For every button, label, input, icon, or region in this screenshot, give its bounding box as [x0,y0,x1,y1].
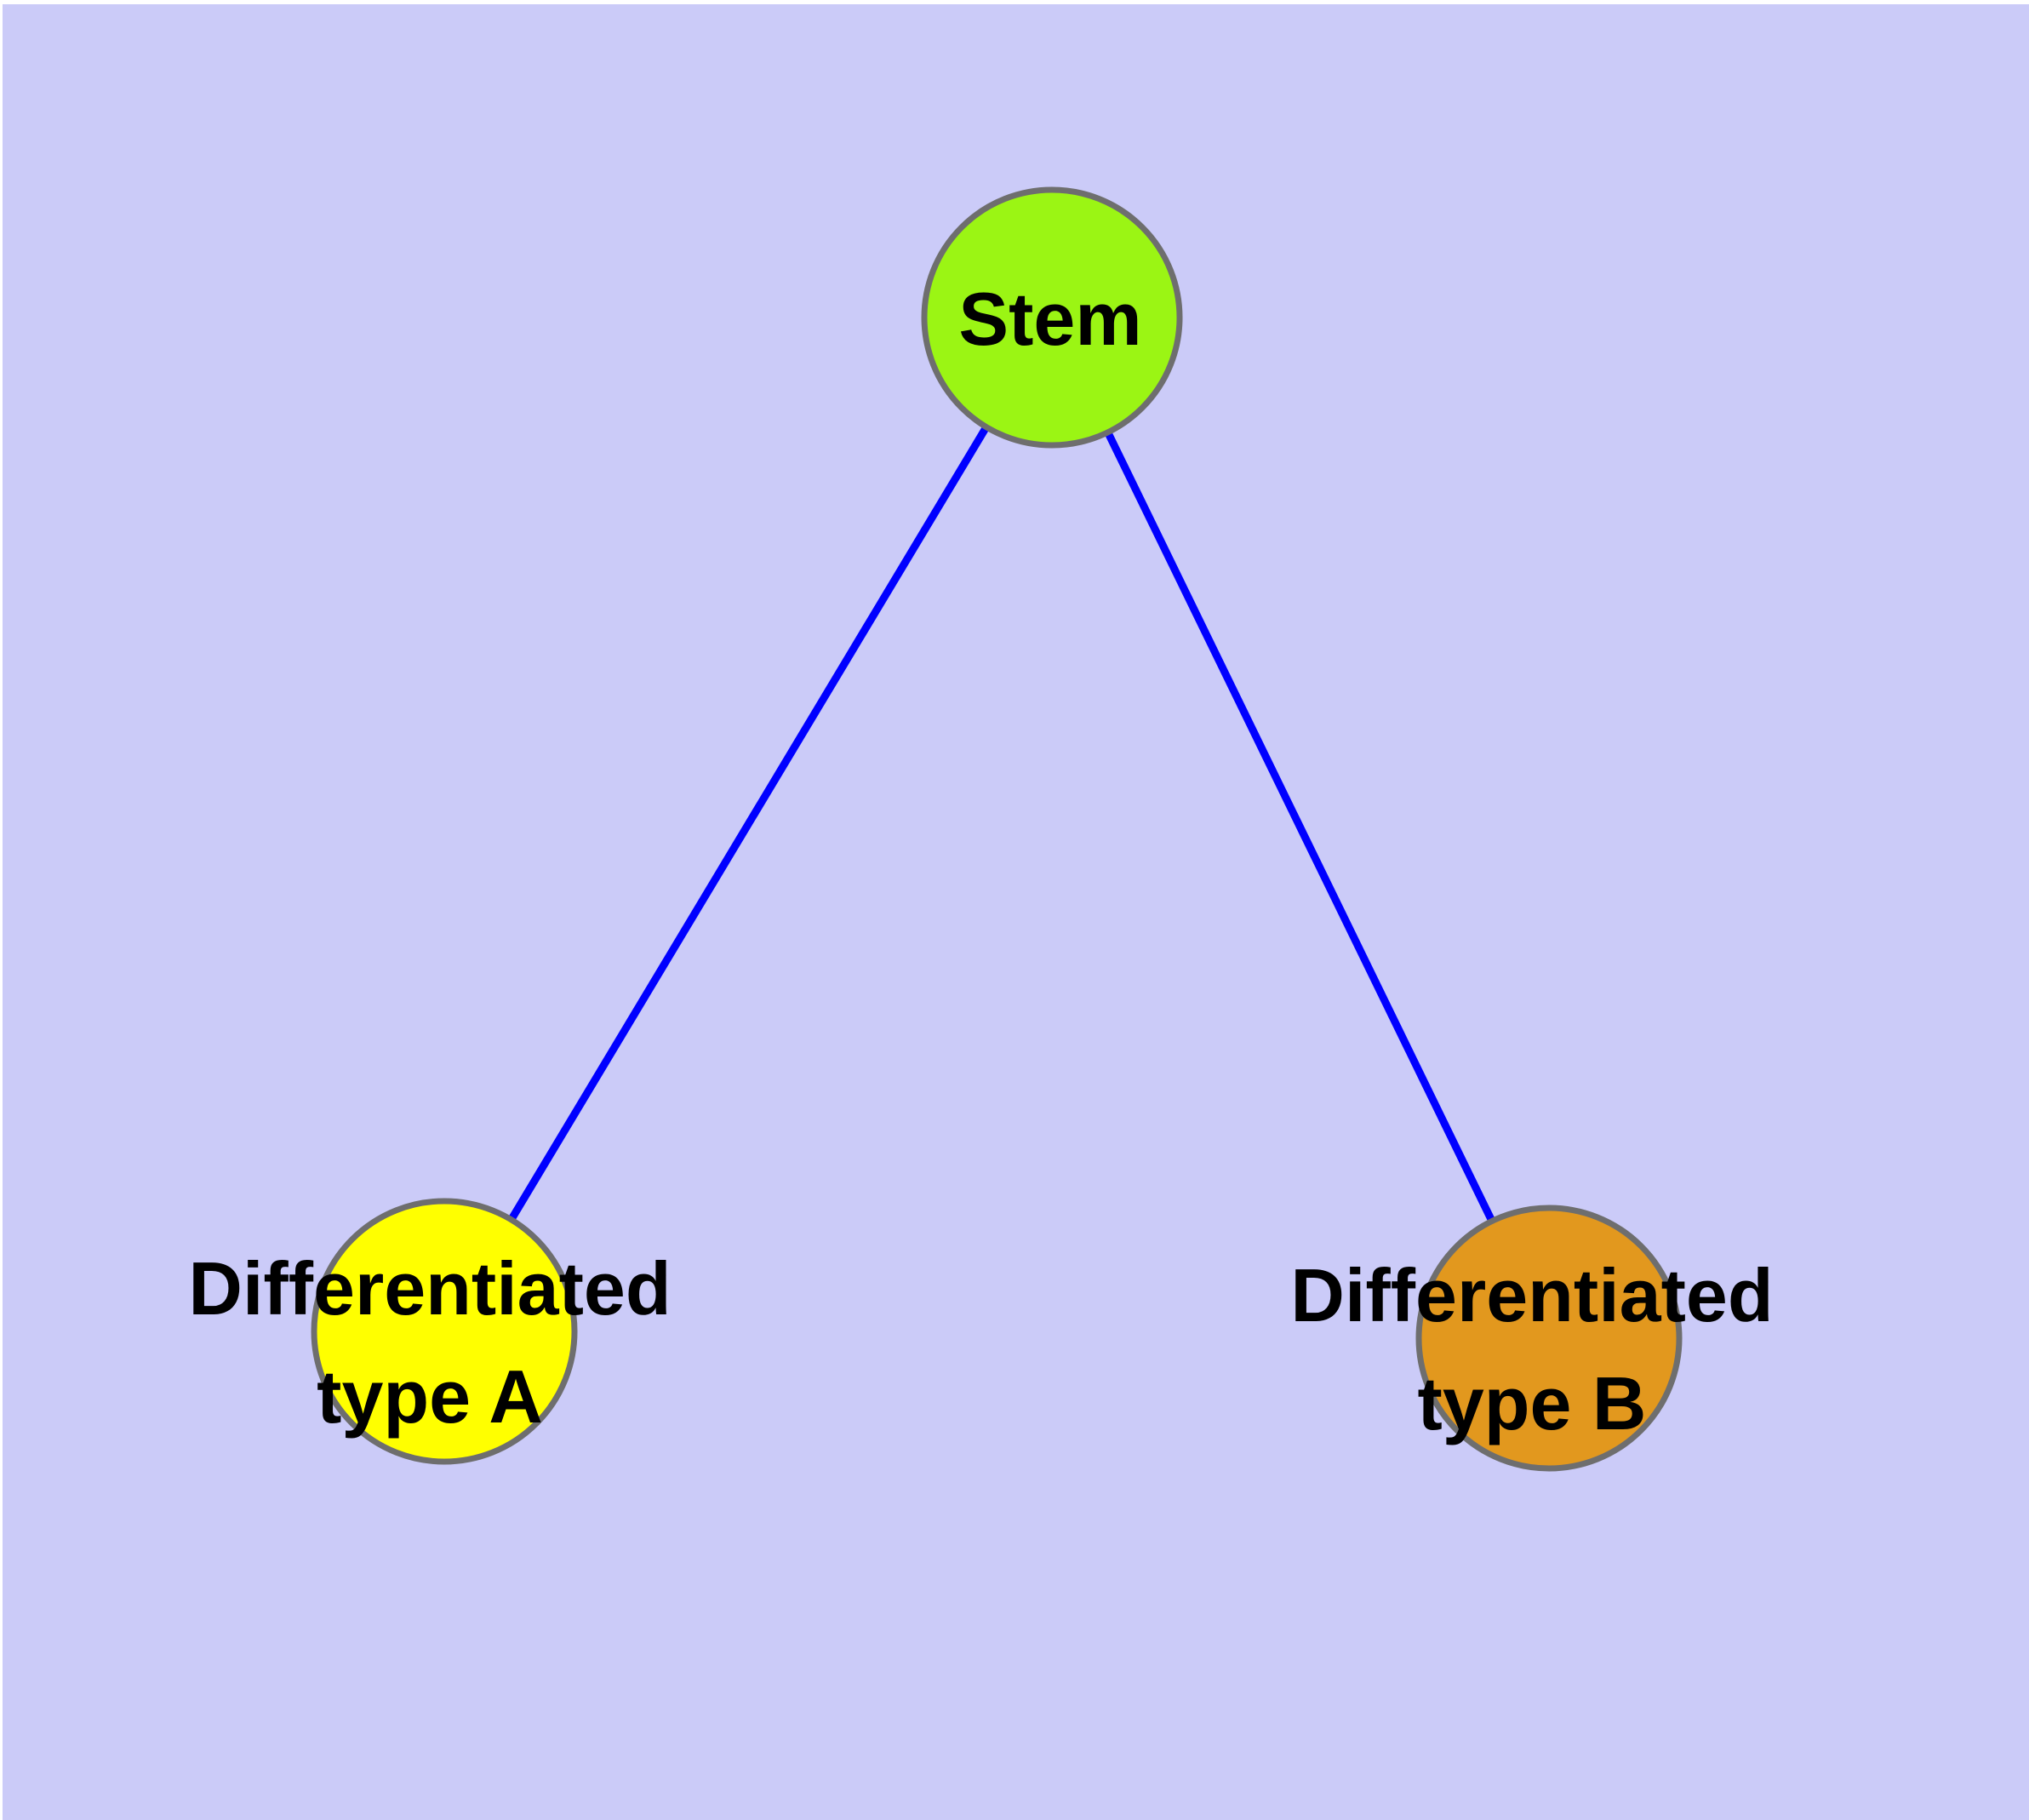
node-differentiated-type-b-label: Differentiated type B [1290,1253,1773,1445]
node-differentiated-type-a-label-line2: type A [317,1354,543,1439]
node-stem-circle [921,186,1183,449]
node-differentiated-type-a-label: Differentiated type A [188,1246,671,1439]
node-differentiated-type-b-label-line2: type B [1418,1361,1647,1445]
node-stem-label: Stem [958,277,1141,361]
node-differentiated-type-b-label-line1: Differentiated [1290,1253,1773,1337]
node-differentiated-type-a-circle [311,1198,578,1465]
edge-stem-to-type-b [1048,316,1553,1340]
node-differentiated-type-a-label-line1: Differentiated [188,1246,671,1331]
edge-stem-to-type-a [441,315,1055,1334]
node-differentiated-type-b-circle [1415,1205,1683,1472]
